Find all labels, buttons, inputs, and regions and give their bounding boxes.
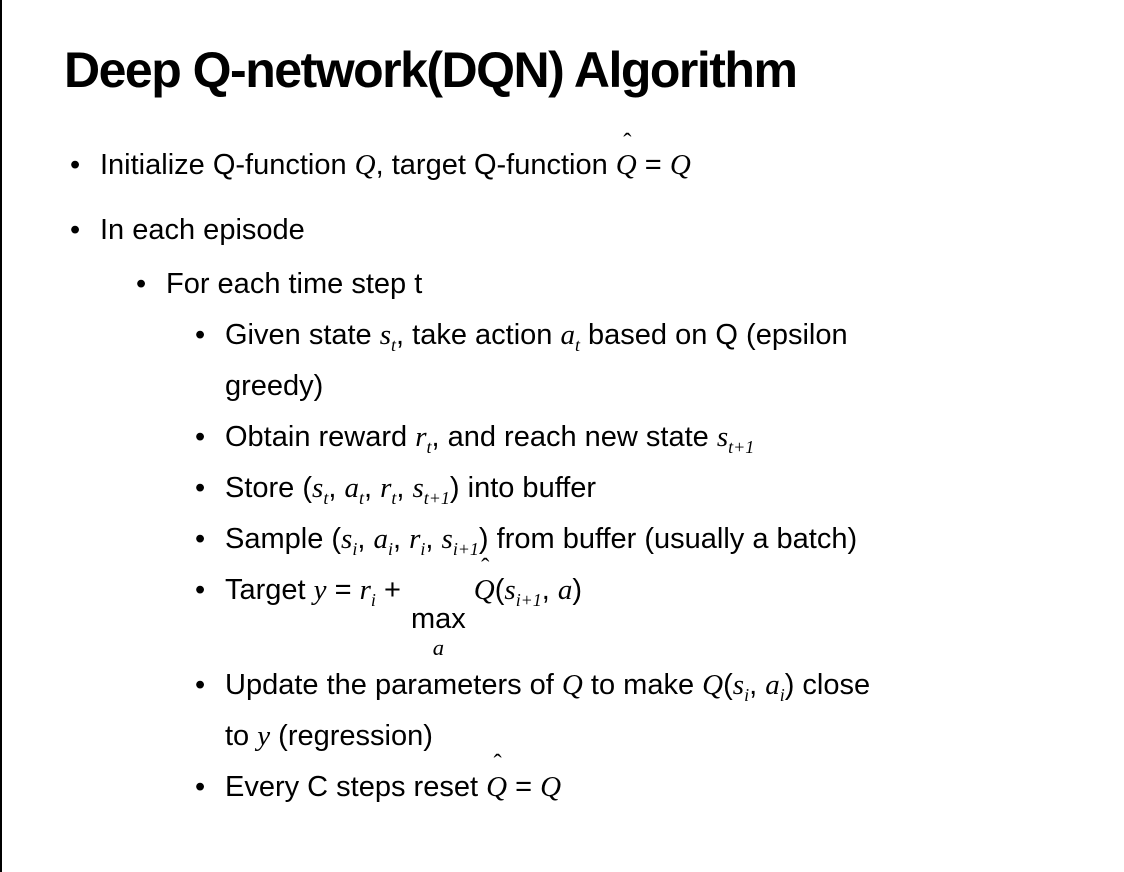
bullet-marker: • <box>195 319 206 351</box>
bullet-text: Update the parameters of Q to make Q(si,… <box>225 660 1124 762</box>
math-variable: at <box>560 319 580 355</box>
slide-title: Deep Q-network(DQN) Algorithm <box>64 42 798 98</box>
math-variable: rt <box>380 472 397 508</box>
math-variable: ri <box>359 574 376 610</box>
bullet-text: Sample (si, ai, ri, si+1) from buffer (u… <box>225 514 1124 565</box>
bullet-marker: • <box>195 421 206 453</box>
bullet-marker: • <box>195 770 206 803</box>
bullet-marker: • <box>70 214 81 246</box>
math-variable: rt <box>415 421 432 457</box>
bullet-item: •Given state st, take action at based on… <box>2 310 1124 412</box>
math-variable: at <box>344 472 364 508</box>
math-variable: Q <box>561 668 583 701</box>
bullet-item: • Update the parameters of Q to make Q(si… <box>2 660 1124 762</box>
math-variable: st+1 <box>412 472 450 508</box>
bullet-item: • For each time step t <box>2 259 1124 310</box>
math-variable: ai <box>373 523 393 559</box>
bullet-item: • Initialize Q-function Q, target Q-funct… <box>2 128 1124 191</box>
math-variable: ai <box>765 668 785 705</box>
bullet-item: • Sample (si, ai, ri, si+1) from buffer (… <box>2 514 1124 565</box>
bullet-item: • Obtain reward rt, and reach new state s… <box>2 412 1124 463</box>
bullet-text: For each time step t <box>166 268 423 300</box>
bullet-list: • Initialize Q-function Q, target Q-funct… <box>2 128 1124 813</box>
hat-accent: ˆ <box>493 750 502 778</box>
bullet-marker: • <box>195 668 206 701</box>
bullet-marker: • <box>136 268 147 300</box>
math-variable: st <box>379 319 397 355</box>
math-variable: st <box>312 472 329 508</box>
math-variable: y <box>257 719 271 752</box>
bullet-marker: • <box>195 523 206 555</box>
bullet-text: Initialize Q-function Q, target Q-functi… <box>100 128 1124 191</box>
math-variable: Q <box>702 668 724 701</box>
math-variable: si <box>732 668 750 705</box>
math-variable: Q <box>540 770 562 803</box>
hat-accent: ˆ <box>481 553 490 581</box>
math-variable: si <box>341 523 358 559</box>
bullet-text: Given state st, take action at based on … <box>225 310 1124 412</box>
bullet-text: Obtain reward rt, and reach new state st… <box>225 412 1124 463</box>
math-variable: a <box>557 574 573 606</box>
bullet-marker: • <box>70 149 81 181</box>
bullet-text: Store (st, at, rt, st+1) into buffer <box>225 463 1124 514</box>
bullet-item: • Store (st, at, rt, st+1) into buffer <box>2 463 1124 514</box>
math-variable: st+1 <box>716 421 755 457</box>
bullet-marker: • <box>195 574 206 606</box>
bullet-text: In each episode <box>100 214 305 246</box>
hat-accent: ˆ <box>623 128 632 156</box>
math-variable: Q <box>354 149 376 181</box>
math-variable: si+1 <box>441 523 479 559</box>
bullet-marker: • <box>195 472 206 504</box>
math-variable: y <box>313 574 327 606</box>
math-variable: ri <box>409 523 426 559</box>
bullet-item: • In each episode <box>2 205 1124 256</box>
math-variable: Q <box>669 149 691 181</box>
math-variable: si+1 <box>504 574 542 610</box>
